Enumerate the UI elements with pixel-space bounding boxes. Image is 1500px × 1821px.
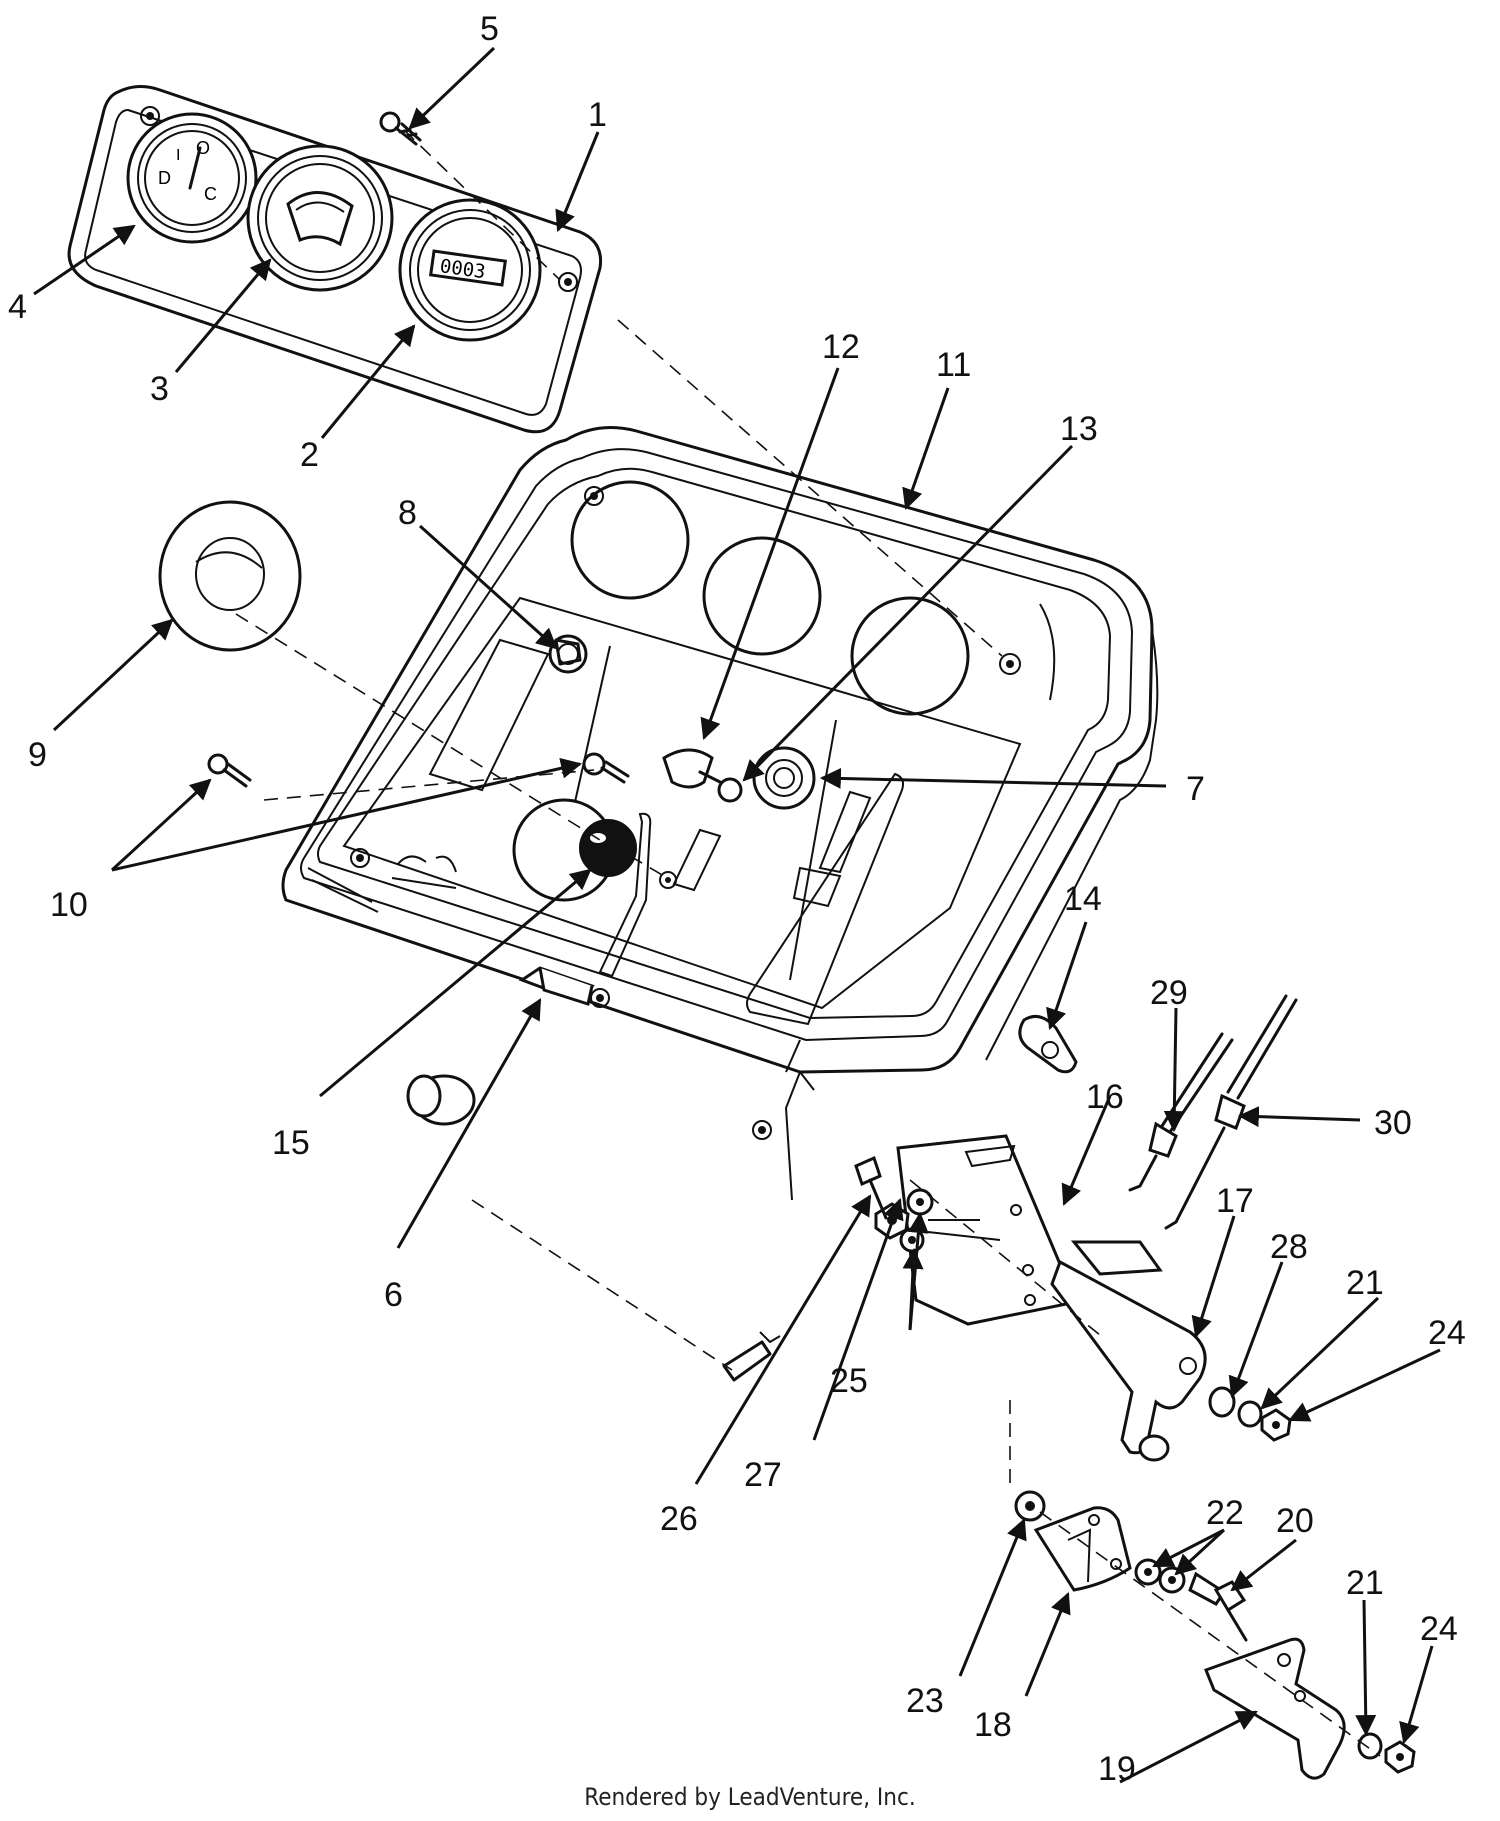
cable-30 [1164, 994, 1298, 1230]
fuel-mark-c: C [204, 184, 217, 204]
assembly-lines [235, 129, 1381, 1757]
callout-4: 4 [8, 288, 27, 326]
screw-10-a [582, 752, 630, 784]
callout-28: 28 [1270, 1228, 1308, 1266]
fuel-mark-d: D [158, 168, 171, 188]
callout-10: 10 [50, 886, 88, 924]
washers-22 [1134, 1558, 1186, 1594]
callout-1: 1 [588, 96, 607, 134]
bolt-26 [854, 1155, 888, 1220]
footer-credit: Rendered by LeadVenture, Inc. [584, 1783, 916, 1811]
callout-2: 2 [300, 436, 319, 474]
light-switch-8 [548, 634, 588, 674]
screw-5 [379, 111, 422, 146]
spacer-28 [1208, 1386, 1236, 1418]
fuel-mark-i: I [176, 147, 180, 164]
nut-24-upper [1260, 1408, 1292, 1442]
fuel-gauge: D I O C [126, 112, 258, 244]
grommet-9 [158, 500, 302, 652]
temperature-gauge [246, 144, 394, 292]
bolt-20 [1188, 1571, 1248, 1642]
callout-15: 15 [272, 1124, 310, 1162]
callout-14: 14 [1064, 880, 1102, 918]
callout-8: 8 [398, 494, 417, 532]
callout-24a: 24 [1428, 1314, 1466, 1352]
callout-5: 5 [480, 10, 499, 48]
callout-24b: 24 [1420, 1610, 1458, 1648]
instrument-panel: D I O C 0003 [67, 85, 603, 434]
callout-17: 17 [1216, 1182, 1254, 1220]
ignition-key-15 [579, 819, 637, 877]
bracket-16 [896, 1134, 1163, 1326]
callout-26: 26 [660, 1500, 698, 1538]
callout-23: 23 [906, 1682, 944, 1720]
hourmeter: 0003 [398, 198, 542, 342]
callout-11: 11 [936, 346, 971, 384]
callout-18: 18 [974, 1706, 1012, 1744]
lever-19 [1204, 1637, 1346, 1780]
callout-3: 3 [150, 370, 169, 408]
plate-18 [1033, 1506, 1132, 1592]
throttle-7 [752, 746, 816, 810]
washer-23 [1014, 1490, 1046, 1522]
callout-6: 6 [384, 1276, 403, 1314]
callout-22: 22 [1206, 1494, 1244, 1532]
callout-16: 16 [1086, 1078, 1124, 1116]
spring-clip [722, 1331, 781, 1382]
callout-27: 27 [744, 1456, 782, 1494]
callout-12: 12 [822, 328, 860, 366]
screw-10-b [207, 753, 252, 788]
callout-7: 7 [1186, 770, 1205, 808]
nut-24-lower [1384, 1740, 1416, 1774]
knob-part [406, 1074, 476, 1126]
callout-20: 20 [1276, 1502, 1314, 1540]
callout-29: 29 [1150, 974, 1188, 1012]
dash-panel [281, 426, 1159, 1201]
callout-25: 25 [830, 1362, 868, 1400]
switch-6 [518, 966, 595, 1006]
callout-21a: 21 [1346, 1264, 1384, 1302]
callout-21b: 21 [1346, 1564, 1384, 1602]
clip-14 [1018, 1014, 1078, 1074]
callout-9: 9 [28, 736, 47, 774]
leader-lines [33, 46, 1441, 1784]
callout-30: 30 [1374, 1104, 1412, 1142]
callout-19: 19 [1098, 1750, 1136, 1788]
washer-21-upper [1237, 1400, 1263, 1428]
callout-labels: 5 1 4 3 2 12 11 13 8 9 7 10 14 29 16 30 … [8, 10, 1466, 1788]
lever-17 [1050, 1259, 1207, 1462]
callout-13: 13 [1060, 410, 1098, 448]
choke-knob-12 [662, 748, 743, 803]
